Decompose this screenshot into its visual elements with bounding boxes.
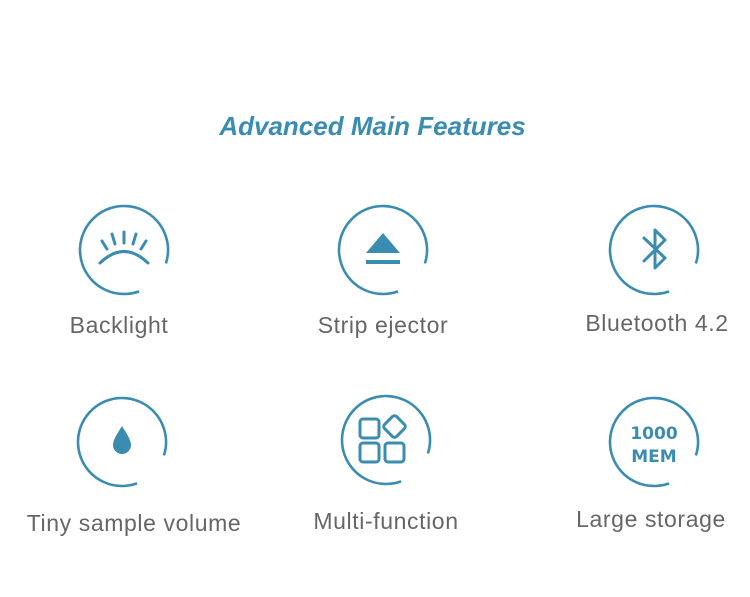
feature-label: Tiny sample volume xyxy=(26,510,242,536)
svg-text:MEM: MEM xyxy=(631,447,676,467)
apps-grid-icon xyxy=(340,394,432,486)
eject-icon xyxy=(337,204,429,296)
feature-label: Bluetooth 4.2 xyxy=(585,310,729,336)
svg-text:1000: 1000 xyxy=(630,424,677,444)
droplet-icon xyxy=(76,396,168,488)
feature-label: Backlight xyxy=(69,312,169,338)
backlight-icon xyxy=(78,204,170,296)
page-title: Advanced Main Features xyxy=(219,111,526,141)
feature-label: Large storage xyxy=(576,506,726,532)
memory-icon: 1000 MEM xyxy=(608,396,700,488)
bluetooth-icon xyxy=(608,204,700,296)
feature-label: Strip ejector xyxy=(317,312,449,338)
feature-label: Multi-function xyxy=(313,508,459,534)
